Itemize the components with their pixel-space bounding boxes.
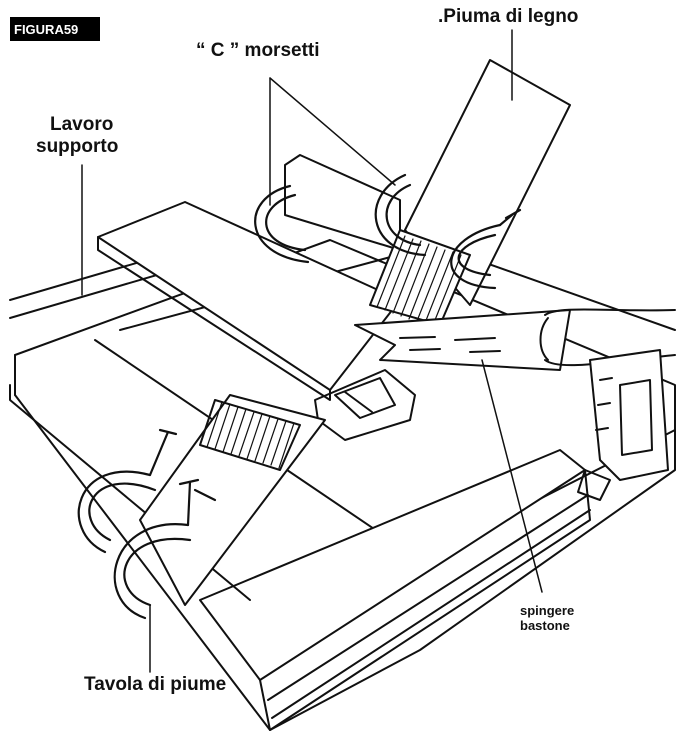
support-block [284, 154, 401, 251]
c-clamps-label: “ C ” morsetti [196, 40, 320, 61]
work-support-label: Lavoro supporto [36, 114, 132, 158]
c-clamp-upper [254, 173, 522, 290]
fence-rail [199, 449, 591, 731]
feather-board-label: Tavola di piume [84, 674, 227, 695]
work-support-label-line2: supporto [36, 135, 119, 157]
wooden-feather [369, 59, 571, 326]
leader-lines [81, 29, 543, 673]
figure-badge: FIGURA59 [10, 17, 100, 41]
push-stick-label: spingere bastone [520, 603, 575, 634]
push-stick-label-line1: spingere [520, 603, 575, 618]
c-clamp-lower [77, 428, 217, 620]
saw-motor-housing [577, 349, 669, 501]
feather-board [139, 394, 326, 606]
push-stick-label-line2: bastone [520, 617, 570, 633]
push-stick [354, 309, 571, 371]
leader-c-clamp-b [269, 77, 396, 186]
wooden-feather-label: .Piuma di legno [438, 6, 579, 27]
leader-push-stick [481, 359, 543, 593]
work-support-label-line1: Lavoro [50, 114, 114, 135]
